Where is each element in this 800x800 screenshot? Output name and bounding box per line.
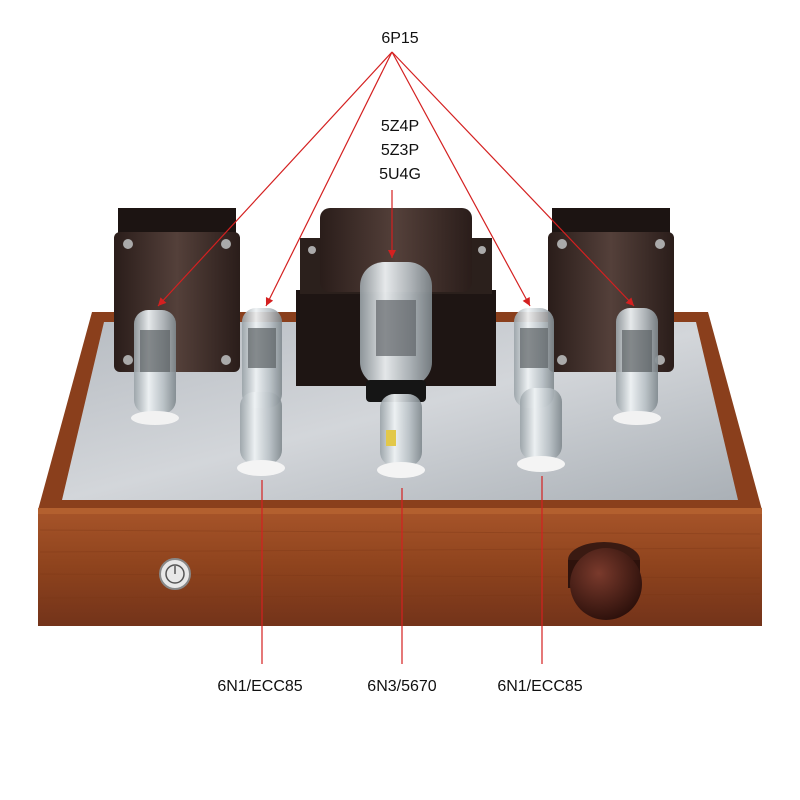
- power-tube-3: [514, 308, 554, 408]
- label-driver-left: 6N1/ECC85: [217, 678, 303, 695]
- power-switch-icon: [159, 558, 191, 590]
- leader-6p15-2: [265, 51, 393, 307]
- power-tube-2: [242, 308, 282, 408]
- rectifier-tube: [360, 262, 432, 402]
- wood-front-panel: [38, 508, 762, 626]
- leader-6p15-2-arrowhead: [265, 297, 274, 306]
- label-driver-center: 6N3/5670: [367, 678, 437, 695]
- volume-knob: [568, 542, 642, 620]
- driver-tube-left: [237, 392, 285, 476]
- label-power-tubes: 6P15: [381, 30, 419, 47]
- leader-6p15-1: [157, 51, 393, 307]
- output-transformer-left: [114, 208, 240, 372]
- wood-edge-highlight: [38, 508, 762, 514]
- leader-6p15-3-arrowhead: [522, 297, 530, 306]
- leader-6p15-1-arrowhead: [158, 297, 167, 306]
- power-tube-1: [131, 310, 179, 425]
- leader-rectifier-arrowhead: [388, 250, 396, 258]
- leader-6p15-3: [391, 51, 531, 307]
- driver-tube-right: [517, 388, 565, 472]
- leader-6p15-4-arrowhead: [625, 297, 634, 306]
- label-rectifier-3: 5U4G: [379, 166, 421, 183]
- label-rectifier-1: 5Z4P: [380, 118, 420, 135]
- label-rectifier-2: 5Z3P: [380, 142, 420, 159]
- label-driver-right: 6N1/ECC85: [497, 678, 583, 695]
- leader-6p15-4: [391, 51, 635, 307]
- annotation-lines: [157, 51, 635, 664]
- driver-tube-center: [377, 394, 425, 478]
- power-tube-4: [613, 308, 661, 425]
